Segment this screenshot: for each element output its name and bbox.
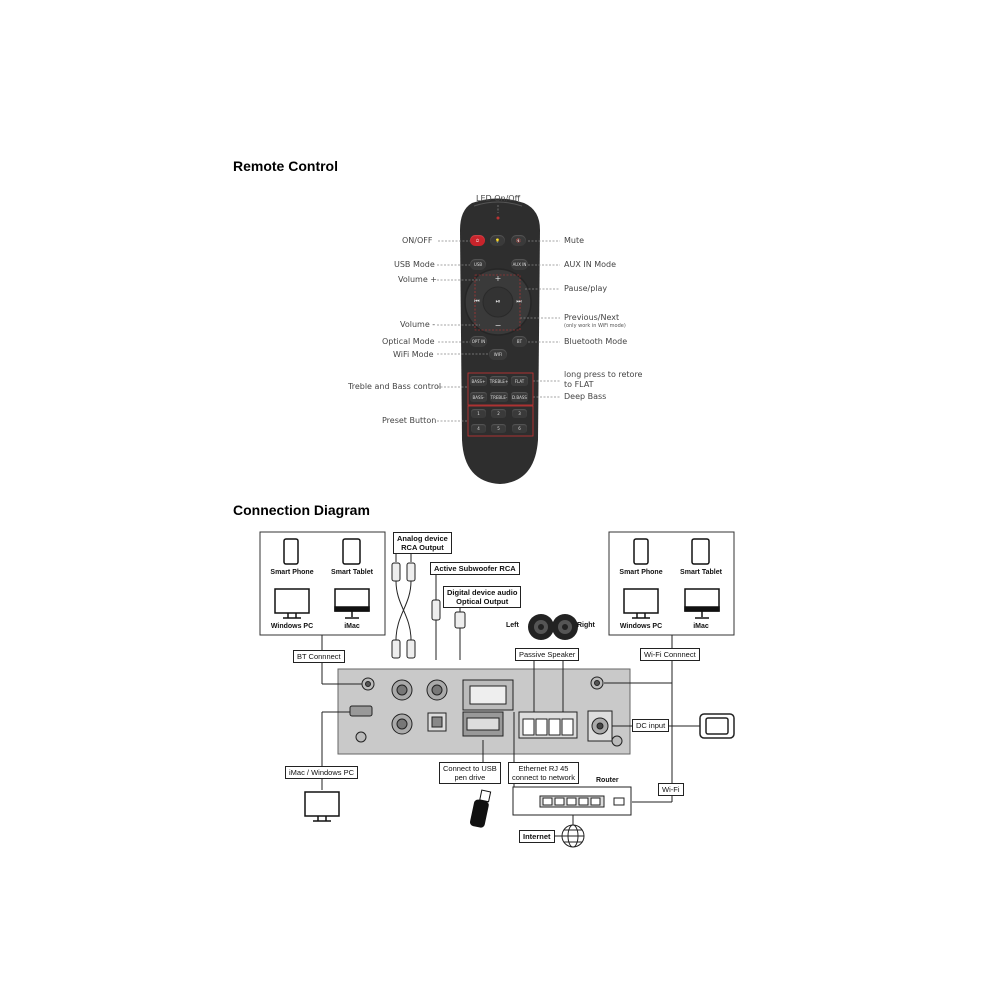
right-phone-icon: [633, 538, 649, 565]
led-indicator: [496, 216, 500, 220]
preset-1-button[interactable]: 1: [471, 409, 486, 418]
right-tablet-icon: [691, 538, 710, 565]
rca-cables: [391, 562, 466, 660]
bass-plus-button[interactable]: BASS+: [470, 376, 487, 386]
remote-dpad-center: [482, 286, 514, 318]
preset-3-button[interactable]: 3: [512, 409, 527, 418]
next-button[interactable]: ⏭: [516, 298, 522, 305]
left-tablet-label: Smart Tablet: [331, 569, 373, 576]
label-volume-plus: Volume +: [398, 275, 437, 284]
usb-pen-drive-tag: Connect to USB pen drive: [439, 762, 501, 784]
left-smartphone-label: Smart Phone: [270, 569, 314, 576]
ethernet-tag: Ethernet RJ 45 connect to network: [508, 762, 579, 784]
aux-button[interactable]: AUX IN: [511, 259, 528, 270]
internet-tag: Internet: [519, 830, 555, 843]
usb-pen-drive-icon: [469, 789, 492, 828]
optical-button[interactable]: OPT IN: [470, 336, 487, 347]
label-led: LED On/Off: [476, 194, 521, 203]
right-pc-icon: [623, 588, 659, 619]
treble-minus-button[interactable]: TREBLE-: [490, 392, 508, 402]
previous-button[interactable]: ⏮: [474, 298, 480, 305]
label-preset: Preset Button: [382, 416, 437, 425]
router-icon: [512, 786, 632, 816]
label-pause-play: Pause/play: [564, 284, 608, 293]
dc-plug-icon: [699, 713, 735, 739]
volume-down-button[interactable]: −: [494, 320, 502, 330]
flat-button[interactable]: FLAT: [511, 376, 528, 386]
label-on-off: ON/OFF: [402, 236, 433, 245]
right-imac-icon: [684, 588, 720, 619]
right-tablet-label: Smart Tablet: [680, 569, 722, 576]
bass-minus-button[interactable]: BASS-: [470, 392, 487, 402]
label-aux-mode: AUX IN Mode: [564, 260, 617, 269]
right-windows-pc-label: Windows PC: [619, 623, 663, 630]
left-speaker-label: Left: [506, 622, 519, 629]
left-pc-icon: [274, 588, 310, 619]
label-deep-bass: Deep Bass: [564, 392, 607, 401]
wifi-connect-tag: Wi-Fi Connnect: [640, 648, 700, 661]
analog-rca-tag: Analog device RCA Output: [393, 532, 452, 554]
mute-button[interactable]: 🔇: [511, 235, 526, 246]
label-prev-next-note: (only work in WiFi mode): [564, 323, 626, 329]
imac-windows-tag: iMac / Windows PC: [285, 766, 359, 779]
left-imac-icon: [334, 588, 370, 619]
preset-4-button[interactable]: 4: [471, 424, 486, 433]
left-phone-icon: [283, 538, 299, 565]
internet-globe-icon: [561, 824, 585, 848]
label-volume-minus: Volume -: [400, 320, 436, 329]
left-tablet-icon: [342, 538, 361, 565]
label-wifi-mode: WiFi Mode: [393, 350, 434, 359]
led-button[interactable]: 💡: [490, 235, 505, 246]
left-imac-label: iMac: [344, 623, 360, 630]
right-speaker-label: Right: [577, 622, 595, 629]
right-device-box: [608, 531, 735, 636]
label-usb-mode: USB Mode: [394, 260, 435, 269]
imac-windows-monitor-icon: [304, 791, 340, 822]
preset-5-button[interactable]: 5: [491, 424, 506, 433]
play-pause-button[interactable]: ⏯: [495, 298, 501, 305]
digital-optical-tag: Digital device audio Optical Output: [443, 586, 522, 608]
treble-bass-highlight: [467, 372, 534, 406]
label-prev-next: Previous/Next: [564, 313, 620, 322]
label-long-press-1: long press to retore: [564, 370, 643, 379]
preset-highlight: [467, 405, 534, 437]
right-smartphone-label: Smart Phone: [619, 569, 663, 576]
left-windows-pc-label: Windows PC: [270, 623, 314, 630]
label-long-press-2: to FLAT: [564, 380, 594, 389]
preset-6-button[interactable]: 6: [512, 424, 527, 433]
passive-speaker-tag: Passive Speaker: [515, 648, 580, 661]
label-treble-bass: Treble and Bass control: [348, 382, 442, 391]
router-label: Router: [596, 777, 619, 784]
volume-up-button[interactable]: +: [494, 273, 502, 283]
deep-bass-button[interactable]: D.BASS: [511, 392, 528, 402]
connection-diagram-title: Connection Diagram: [233, 502, 370, 518]
label-optical-mode: Optical Mode: [382, 337, 435, 346]
wifi-button[interactable]: WIFI: [489, 349, 507, 360]
wifi-tag: Wi-Fi: [658, 783, 684, 796]
active-subwoofer-tag: Active Subwoofer RCA: [430, 562, 520, 575]
panel-connectors: [349, 676, 623, 747]
right-imac-label: iMac: [693, 623, 709, 630]
volume-highlight: [474, 274, 521, 331]
speakers-icon: [528, 614, 578, 640]
treble-plus-button[interactable]: TREBLE+: [490, 376, 508, 386]
label-mute: Mute: [564, 236, 585, 245]
bt-connect-tag: BT Connnect: [293, 650, 345, 663]
label-bt-mode: Bluetooth Mode: [564, 337, 628, 346]
usb-button[interactable]: USB: [470, 259, 486, 270]
left-device-box: [259, 531, 386, 636]
preset-2-button[interactable]: 2: [491, 409, 506, 418]
bluetooth-button[interactable]: BT: [512, 336, 527, 347]
dc-input-tag: DC input: [632, 719, 670, 732]
power-button[interactable]: ⏻: [470, 235, 485, 246]
remote-control-title: Remote Control: [233, 158, 338, 174]
